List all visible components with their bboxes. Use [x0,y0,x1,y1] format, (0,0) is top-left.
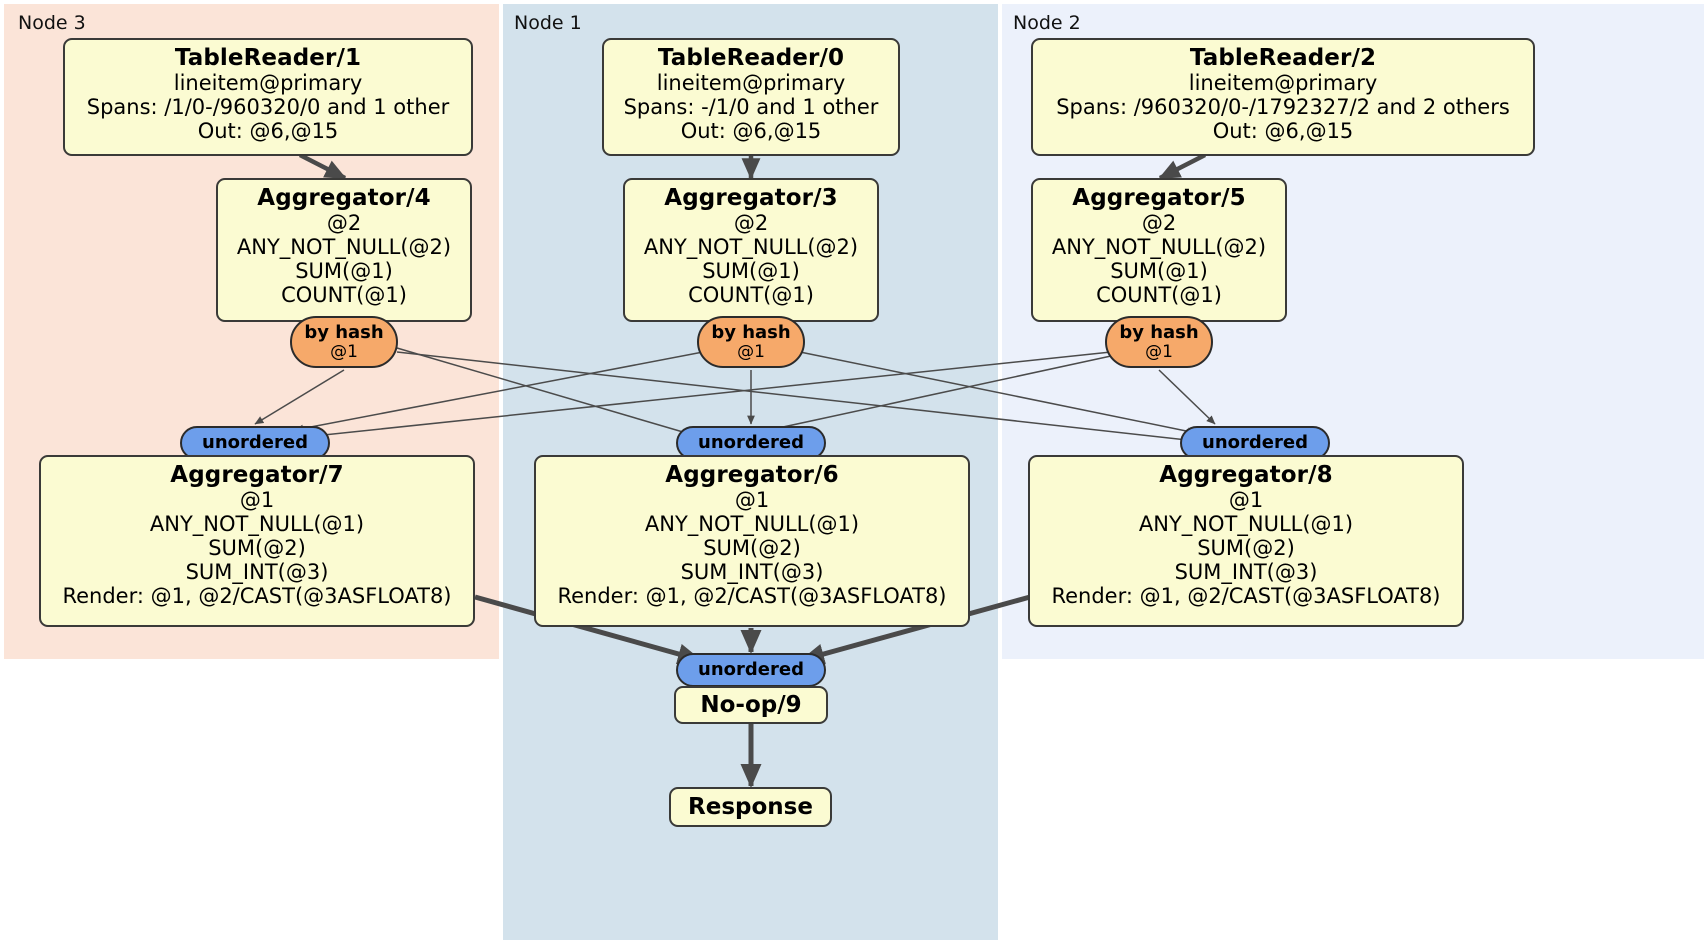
processor-line: SUM(@2) [208,535,306,560]
processor-line: Spans: -/1/0 and 1 other [623,94,879,119]
processor-line: SUM_INT(@3) [1174,559,1318,584]
router-sublabel: @1 [737,341,765,362]
processor-title: No-op/9 [700,692,802,718]
processor-line: SUM(@2) [1197,535,1295,560]
processor-line: ANY_NOT_NULL(@2) [1051,234,1267,259]
processor-line: @2 [733,211,769,236]
processor-line: @2 [326,211,362,236]
processor-line: SUM(@2) [703,535,801,560]
processor-line: ANY_NOT_NULL(@1) [1138,511,1354,536]
processor-line: @1 [239,488,275,513]
processor-line: SUM_INT(@3) [185,559,329,584]
processor-line: lineitem@primary [1188,71,1378,96]
processor-aggregator-5[interactable]: Aggregator/5 @2 ANY_NOT_NULL(@2) SUM(@1)… [1031,178,1287,322]
processor-title: Aggregator/4 [257,185,431,211]
router-sublabel: @1 [1145,341,1173,362]
processor-line: Render: @1, @2/CAST(@3ASFLOAT8) [62,583,452,608]
processor-title: Aggregator/6 [665,462,839,488]
hash-router-aggregator-5[interactable]: by hash @1 [1105,316,1213,368]
processor-line: Out: @6,@15 [197,118,339,143]
processor-table-reader-1[interactable]: TableReader/1 lineitem@primary Spans: /1… [63,38,473,156]
processor-line: SUM(@1) [295,258,393,283]
processor-title: TableReader/1 [174,45,362,71]
processor-line: COUNT(@1) [688,282,814,307]
node-panel-label-node2: Node 2 [1013,12,1081,34]
processor-line: ANY_NOT_NULL(@2) [236,234,452,259]
processor-title: TableReader/0 [657,45,845,71]
processor-title: Aggregator/5 [1072,185,1246,211]
router-label: unordered [698,659,804,681]
processor-line: ANY_NOT_NULL(@1) [644,511,860,536]
processor-line: Spans: /1/0-/960320/0 and 1 other [86,94,450,119]
router-label: unordered [202,432,308,454]
processor-line: lineitem@primary [656,71,846,96]
processor-aggregator-6[interactable]: Aggregator/6 @1 ANY_NOT_NULL(@1) SUM(@2)… [534,455,970,627]
processor-aggregator-4[interactable]: Aggregator/4 @2 ANY_NOT_NULL(@2) SUM(@1)… [216,178,472,322]
processor-line: Render: @1, @2/CAST(@3ASFLOAT8) [1051,583,1441,608]
processor-response[interactable]: Response [669,787,832,827]
processor-table-reader-0[interactable]: TableReader/0 lineitem@primary Spans: -/… [602,38,900,156]
processor-title: Aggregator/8 [1159,462,1333,488]
router-label: by hash [711,321,791,343]
processor-line: lineitem@primary [173,71,363,96]
processor-no-op-9[interactable]: No-op/9 [674,686,828,724]
processor-line: @1 [734,488,770,513]
node-panel-label-node1: Node 1 [514,12,582,34]
processor-title: Aggregator/7 [170,462,344,488]
processor-line: @2 [1141,211,1177,236]
processor-line: ANY_NOT_NULL(@2) [643,234,859,259]
processor-title: Response [688,794,813,820]
processor-table-reader-2[interactable]: TableReader/2 lineitem@primary Spans: /9… [1031,38,1535,156]
processor-line: Out: @6,@15 [1212,118,1354,143]
hash-router-aggregator-4[interactable]: by hash @1 [290,316,398,368]
hash-router-aggregator-3[interactable]: by hash @1 [697,316,805,368]
processor-line: Render: @1, @2/CAST(@3ASFLOAT8) [557,583,947,608]
processor-line: SUM_INT(@3) [680,559,824,584]
processor-line: ANY_NOT_NULL(@1) [149,511,365,536]
processor-line: Spans: /960320/0-/1792327/2 and 2 others [1056,94,1510,119]
router-label: unordered [1202,432,1308,454]
node-panel-label-node3: Node 3 [18,12,86,34]
processor-title: TableReader/2 [1189,45,1377,71]
router-sublabel: @1 [330,341,358,362]
router-label: by hash [304,321,384,343]
processor-aggregator-7[interactable]: Aggregator/7 @1 ANY_NOT_NULL(@1) SUM(@2)… [39,455,475,627]
processor-line: COUNT(@1) [281,282,407,307]
processor-line: COUNT(@1) [1096,282,1222,307]
processor-aggregator-8[interactable]: Aggregator/8 @1 ANY_NOT_NULL(@1) SUM(@2)… [1028,455,1464,627]
router-label: unordered [698,432,804,454]
processor-title: Aggregator/3 [664,185,838,211]
processor-aggregator-3[interactable]: Aggregator/3 @2 ANY_NOT_NULL(@2) SUM(@1)… [623,178,879,322]
unordered-synchronizer-final[interactable]: unordered [676,653,826,687]
processor-line: SUM(@1) [1110,258,1208,283]
processor-line: SUM(@1) [702,258,800,283]
processor-line: @1 [1228,488,1264,513]
router-label: by hash [1119,321,1199,343]
processor-line: Out: @6,@15 [680,118,822,143]
